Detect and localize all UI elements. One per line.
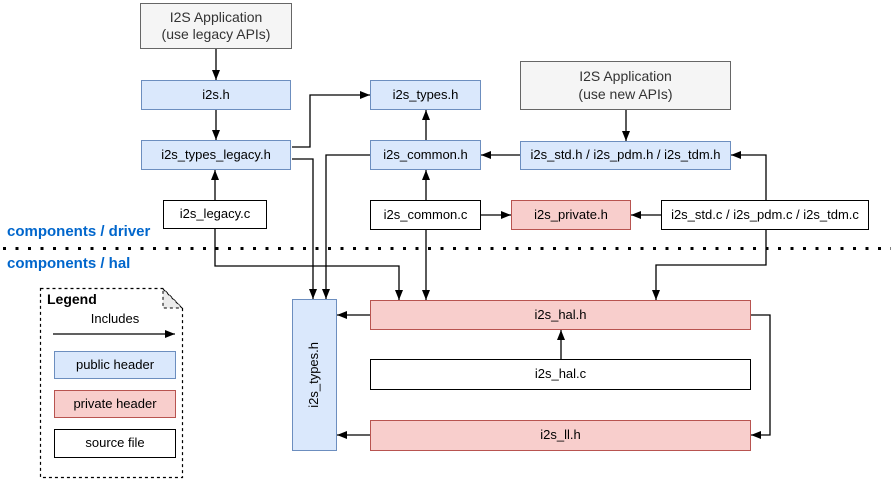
node-i2s-common-c: i2s_common.c <box>370 200 481 230</box>
legend-item-label: public header <box>75 356 155 372</box>
node-i2s-std-pdm-tdm-c: i2s_std.c / i2s_pdm.c / i2s_tdm.c <box>661 200 869 230</box>
node-label: i2s.h <box>202 86 230 102</box>
node-label: i2s_std.h / i2s_pdm.h / i2s_tdm.h <box>530 147 721 163</box>
node-label: i2s_hal.h <box>534 306 587 322</box>
legend-title: Legend <box>47 291 97 307</box>
node-label: I2S Application (use new APIs) <box>578 68 673 102</box>
node-i2s-application-legacy: I2S Application (use legacy APIs) <box>140 3 292 49</box>
node-i2s-ll-h: i2s_ll.h <box>370 420 751 451</box>
node-label: i2s_std.c / i2s_pdm.c / i2s_tdm.c <box>671 206 859 222</box>
node-i2s-std-pdm-tdm-h: i2s_std.h / i2s_pdm.h / i2s_tdm.h <box>520 141 731 170</box>
section-label-driver: components / driver <box>7 223 151 240</box>
legend-note-fold-icon <box>162 287 184 309</box>
edge-i2s-types-legacy-h-to-i2s-types-h-driver <box>292 91 370 148</box>
node-i2s-private-h: i2s_private.h <box>511 200 631 230</box>
edge-i2s-common-h-to-i2s-types-h-hal <box>322 154 370 299</box>
edge-i2s-types-legacy-h-to-i2s-types-h-hal <box>292 158 317 299</box>
legend-item-label: private header <box>73 395 157 411</box>
node-i2s-hal-h: i2s_hal.h <box>370 300 751 330</box>
node-label: i2s_ll.h <box>540 427 581 443</box>
legend-item-source-file: source file <box>54 429 176 458</box>
node-i2s-application-new: I2S Application (use new APIs) <box>520 61 731 110</box>
edge-i2s-std-pdm-tdm-c-to-i2s-std-pdm-tdm-h <box>731 151 767 200</box>
node-i2s-types-h-hal: i2s_types.h <box>292 299 337 451</box>
legend-item-private-header: private header <box>54 390 176 418</box>
legend-item-public-header: public header <box>54 351 176 379</box>
node-label: i2s_common.c <box>383 206 468 222</box>
edge-i2s-legacy-c-to-i2s-hal-h <box>214 229 403 300</box>
node-label: i2s_legacy.c <box>179 206 251 222</box>
node-label: i2s_hal.c <box>534 366 587 382</box>
node-i2s-legacy-c: i2s_legacy.c <box>163 200 267 229</box>
node-label: i2s_types.h <box>392 86 459 102</box>
node-label: I2S Application (use legacy APIs) <box>161 8 271 43</box>
node-label: i2s_types.h <box>306 342 322 408</box>
node-i2s-hal-c: i2s_hal.c <box>370 359 751 390</box>
edge-i2s-hal-h-to-i2s-ll-h <box>751 314 771 439</box>
node-i2s-h: i2s.h <box>141 80 291 110</box>
node-label: i2s_types_legacy.h <box>161 146 271 162</box>
node-i2s-common-h: i2s_common.h <box>370 140 481 170</box>
node-i2s-types-legacy-h: i2s_types_legacy.h <box>141 140 291 170</box>
legend-item-label: source file <box>85 435 145 451</box>
section-label-hal: components / hal <box>7 255 131 272</box>
node-label: i2s_private.h <box>534 206 608 222</box>
node-label: i2s_common.h <box>383 146 468 162</box>
legend-includes-label: Includes <box>90 311 140 326</box>
node-i2s-types-h-driver: i2s_types.h <box>370 80 481 110</box>
edge-i2s-std-pdm-tdm-c-to-i2s-hal-h <box>652 230 767 300</box>
